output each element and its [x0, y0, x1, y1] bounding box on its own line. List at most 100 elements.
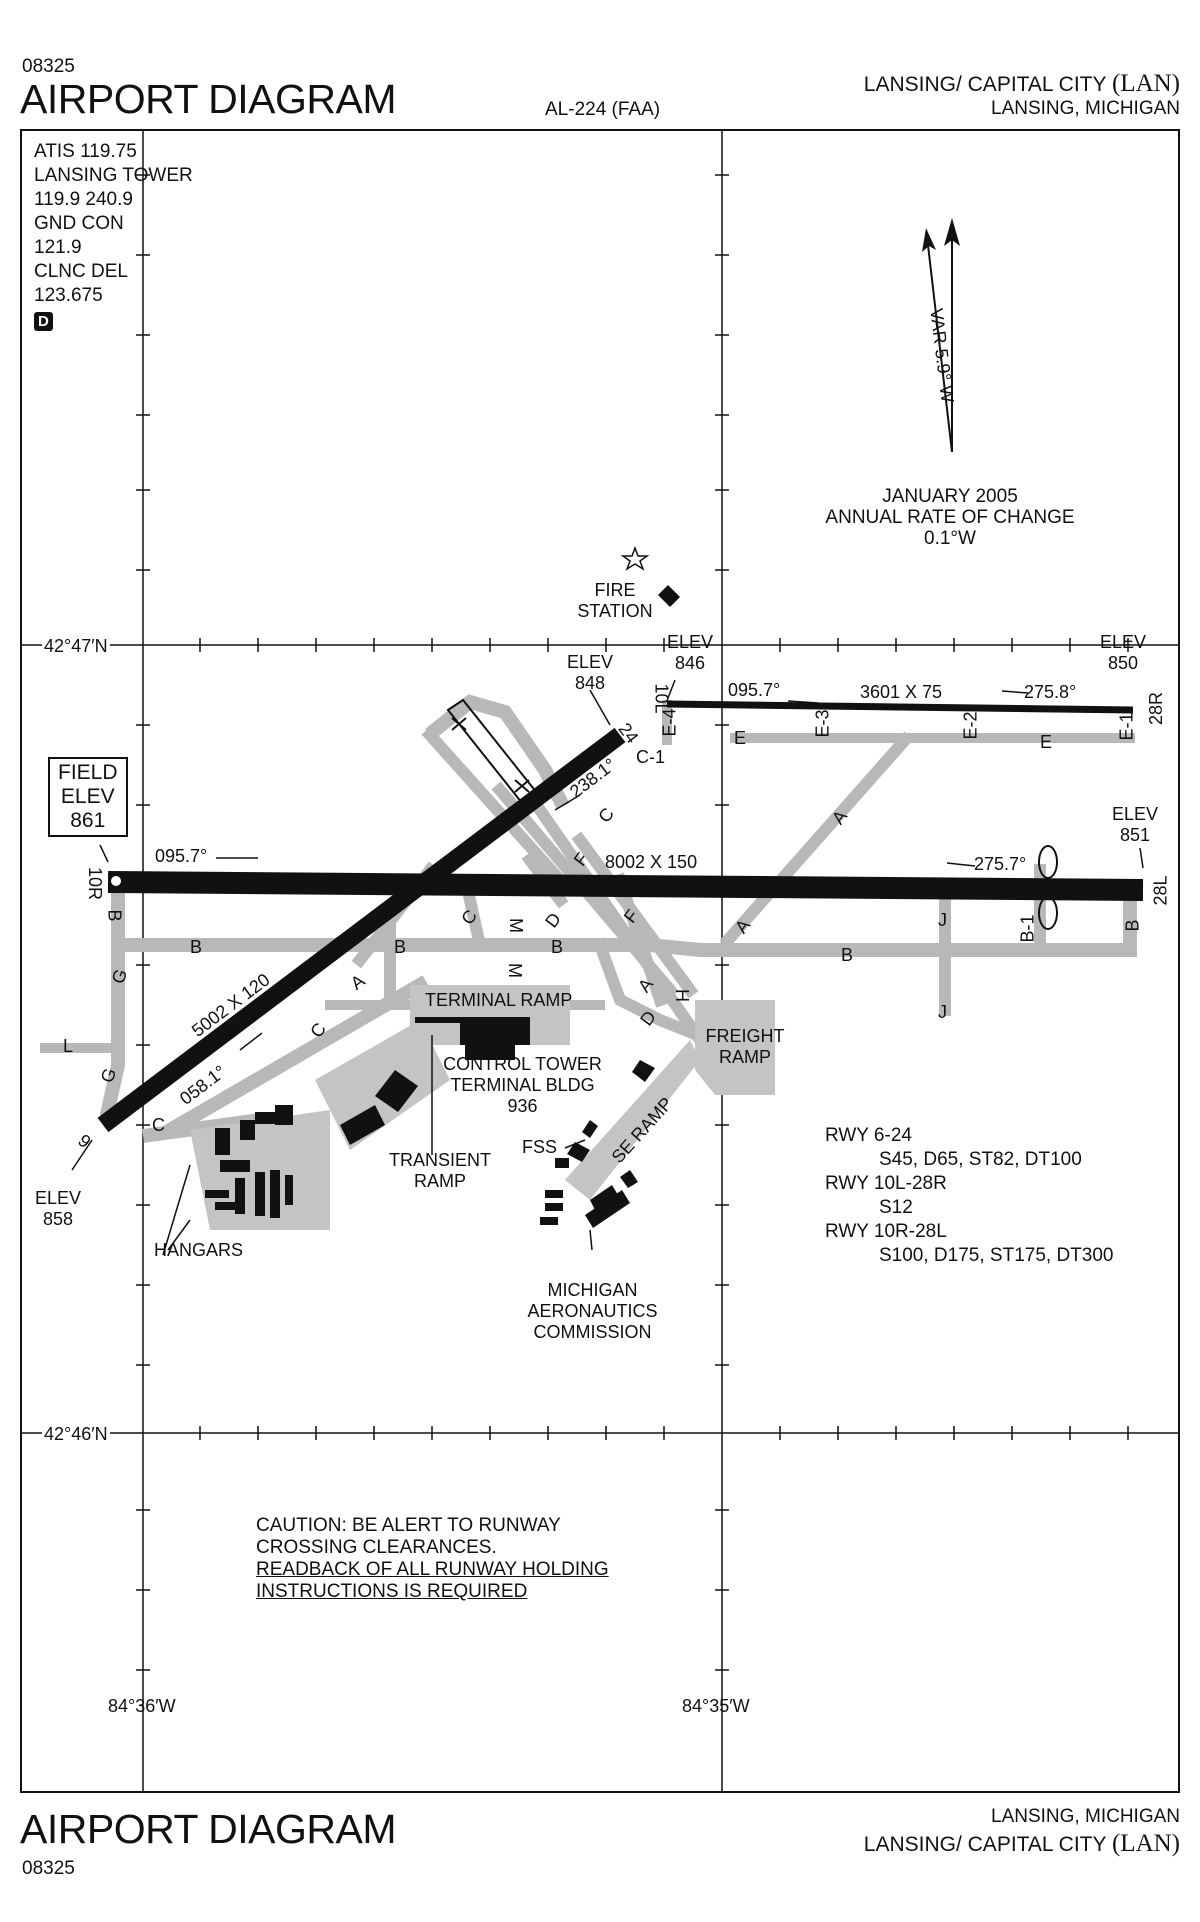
airport-name-top: LANSING/ CAPITAL CITY (LAN)	[864, 70, 1180, 98]
buildings	[205, 585, 680, 1228]
airport-ident-bottom: (LAN)	[1111, 1830, 1180, 1857]
rwy10R-number: 10R	[85, 866, 106, 901]
airport-ident-top: (LAN)	[1111, 70, 1180, 97]
taxiway-label: B	[1122, 919, 1143, 932]
rwy10L-elev-value: 846	[674, 653, 706, 673]
aeronautics-line1: MICHIGAN	[547, 1280, 638, 1300]
chart-id-bottom: 08325	[22, 1858, 75, 1879]
airport-name-top-text: LANSING/ CAPITAL CITY	[863, 73, 1107, 96]
taxiway-label: B	[841, 945, 854, 965]
tower-name: LANSING TOWER	[34, 165, 193, 186]
taxiway-label: C-1	[636, 747, 666, 767]
aeronautics-commission-block: MICHIGAN AERONAUTICS COMMISSION	[510, 1280, 675, 1343]
rwy28R-elev-label: ELEV	[1099, 632, 1147, 652]
north-arrow-icon	[922, 218, 960, 453]
clearance-label: CLNC DEL	[34, 261, 128, 282]
rwy-6-24-label: RWY 6-24	[825, 1125, 912, 1146]
aeronautics-commission-building	[585, 1190, 630, 1228]
variation-date: JANUARY 2005	[882, 486, 1018, 507]
rwy10R-dims: 8002 X 150	[605, 852, 698, 872]
se-ramp-area	[565, 1040, 700, 1200]
fire-station-label: FIRE STATION	[570, 580, 660, 622]
taxiway-label: J	[938, 910, 947, 930]
atis-frequency: ATIS 119.75	[34, 141, 137, 162]
rwy28L-number: 28L	[1150, 875, 1171, 906]
transient-ramp-line1: TRANSIENT	[388, 1150, 491, 1170]
rwy28L-elev-block: ELEV 851	[1105, 804, 1165, 846]
freight-ramp-block: FREIGHT RAMP	[700, 1026, 790, 1068]
fire-station-building	[658, 585, 680, 607]
comm-frequencies: ATIS 119.75 LANSING TOWER 119.9 240.9 GN…	[34, 140, 193, 333]
taxiway-label: H	[672, 989, 692, 1002]
taxiway-label: E-2	[960, 711, 981, 740]
caution-note: CAUTION: BE ALERT TO RUNWAY CROSSING CLE…	[256, 1515, 609, 1603]
taxiway-label: L	[63, 1036, 74, 1056]
rwy6-elev-value: 858	[42, 1209, 74, 1229]
runway-strength-data: RWY 6-24 S45, D65, ST82, DT100 RWY 10L-2…	[825, 1124, 1113, 1268]
caution-line4: INSTRUCTIONS IS REQUIRED	[256, 1581, 528, 1602]
taxiway-label: E	[734, 728, 747, 748]
tower-frequencies: 119.9 240.9	[34, 189, 133, 210]
rwy-10R-28L-strength: S100, D175, ST175, DT300	[879, 1245, 1114, 1266]
rate-of-change-title: ANNUAL RATE OF CHANGE	[825, 507, 1075, 528]
diagram-title-bottom: AIRPORT DIAGRAM	[20, 1806, 397, 1852]
airport-name-bottom-text: LANSING/ CAPITAL CITY	[863, 1833, 1107, 1856]
rate-of-change-value: 0.1°W	[924, 528, 976, 549]
fire-station-line1: FIRE	[594, 580, 636, 600]
taxiway-label: M	[505, 963, 525, 978]
taxiway-label: B	[394, 937, 407, 957]
fire-station-line2: STATION	[577, 601, 653, 621]
runway-6-24	[97, 727, 626, 1133]
caution-line1: CAUTION: BE ALERT TO RUNWAY	[256, 1515, 561, 1536]
taxiway-label: J	[938, 1002, 947, 1022]
aeronautics-line3: COMMISSION	[533, 1322, 652, 1342]
rwy28R-number: 28R	[1146, 691, 1167, 726]
rwy10L-elev-block: ELEV 846	[660, 632, 720, 674]
chart-reference: AL-224 (FAA)	[545, 99, 661, 120]
terminal-building	[460, 1017, 530, 1060]
approach-lights-icon	[1038, 845, 1058, 930]
rwy24-elev-label: ELEV	[566, 652, 614, 672]
airport-city-top: LANSING, MICHIGAN	[991, 98, 1180, 119]
caution-line3: READBACK OF ALL RUNWAY HOLDING	[256, 1559, 609, 1580]
freight-ramp-line1: FREIGHT	[705, 1026, 785, 1046]
freight-ramp-line2: RAMP	[718, 1047, 771, 1067]
rwy-6-24-strength: S45, D65, ST82, DT100	[879, 1149, 1082, 1170]
rwy-10L-28R-strength: S12	[879, 1197, 913, 1218]
taxiway-label: E	[1040, 732, 1053, 752]
rwy10L-heading: 095.7°	[728, 680, 781, 700]
rwy-10R-28L-label: RWY 10R-28L	[825, 1221, 947, 1242]
rwy24-elev-value: 848	[574, 673, 606, 693]
runway-10R-28L	[107, 871, 1144, 901]
ramps	[190, 985, 775, 1230]
airport-name-bottom: LANSING/ CAPITAL CITY (LAN)	[864, 1830, 1180, 1858]
terminal-bldg-label: TERMINAL BLDG	[450, 1075, 595, 1095]
airport-city-bottom: LANSING, MICHIGAN	[991, 1806, 1180, 1827]
d-atis-badge: D	[34, 308, 193, 333]
ground-label: GND CON	[34, 213, 124, 234]
taxiway-label: E-3	[812, 709, 833, 738]
taxiway-label: C	[152, 1115, 165, 1135]
fss-label: FSS	[522, 1137, 558, 1157]
rwy28L-elev-value: 851	[1119, 825, 1151, 845]
clearance-frequency: 123.675	[34, 285, 103, 306]
terminal-block: CONTROL TOWER TERMINAL BLDG 936	[430, 1054, 615, 1117]
taxiway-label: M	[506, 918, 526, 933]
taxiway-label: B	[104, 909, 125, 922]
rate-of-change-block: JANUARY 2005 ANNUAL RATE OF CHANGE 0.1°W	[800, 486, 1100, 549]
taxiway-label: E-1	[1116, 712, 1137, 741]
field-elevation-box: FIELD ELEV 861	[48, 757, 128, 837]
aeronautics-line2: AERONAUTICS	[527, 1301, 658, 1321]
caution-line2: CROSSING CLEARANCES.	[256, 1537, 497, 1558]
longitude-left: 84°36′W	[108, 1696, 176, 1716]
taxiway-label: B-1	[1017, 914, 1038, 943]
rwy6-elev-label: ELEV	[34, 1188, 82, 1208]
rwy10L-dims: 3601 X 75	[860, 682, 943, 702]
transient-ramp-block: TRANSIENT RAMP	[380, 1150, 500, 1192]
freight-ramp-area	[695, 1000, 775, 1095]
latitude-bottom: 42°46′N	[42, 1424, 110, 1445]
rwy28L-heading: 275.7°	[974, 854, 1027, 874]
transient-ramp-line2: RAMP	[413, 1171, 466, 1191]
d-atis-icon: D	[34, 312, 53, 331]
